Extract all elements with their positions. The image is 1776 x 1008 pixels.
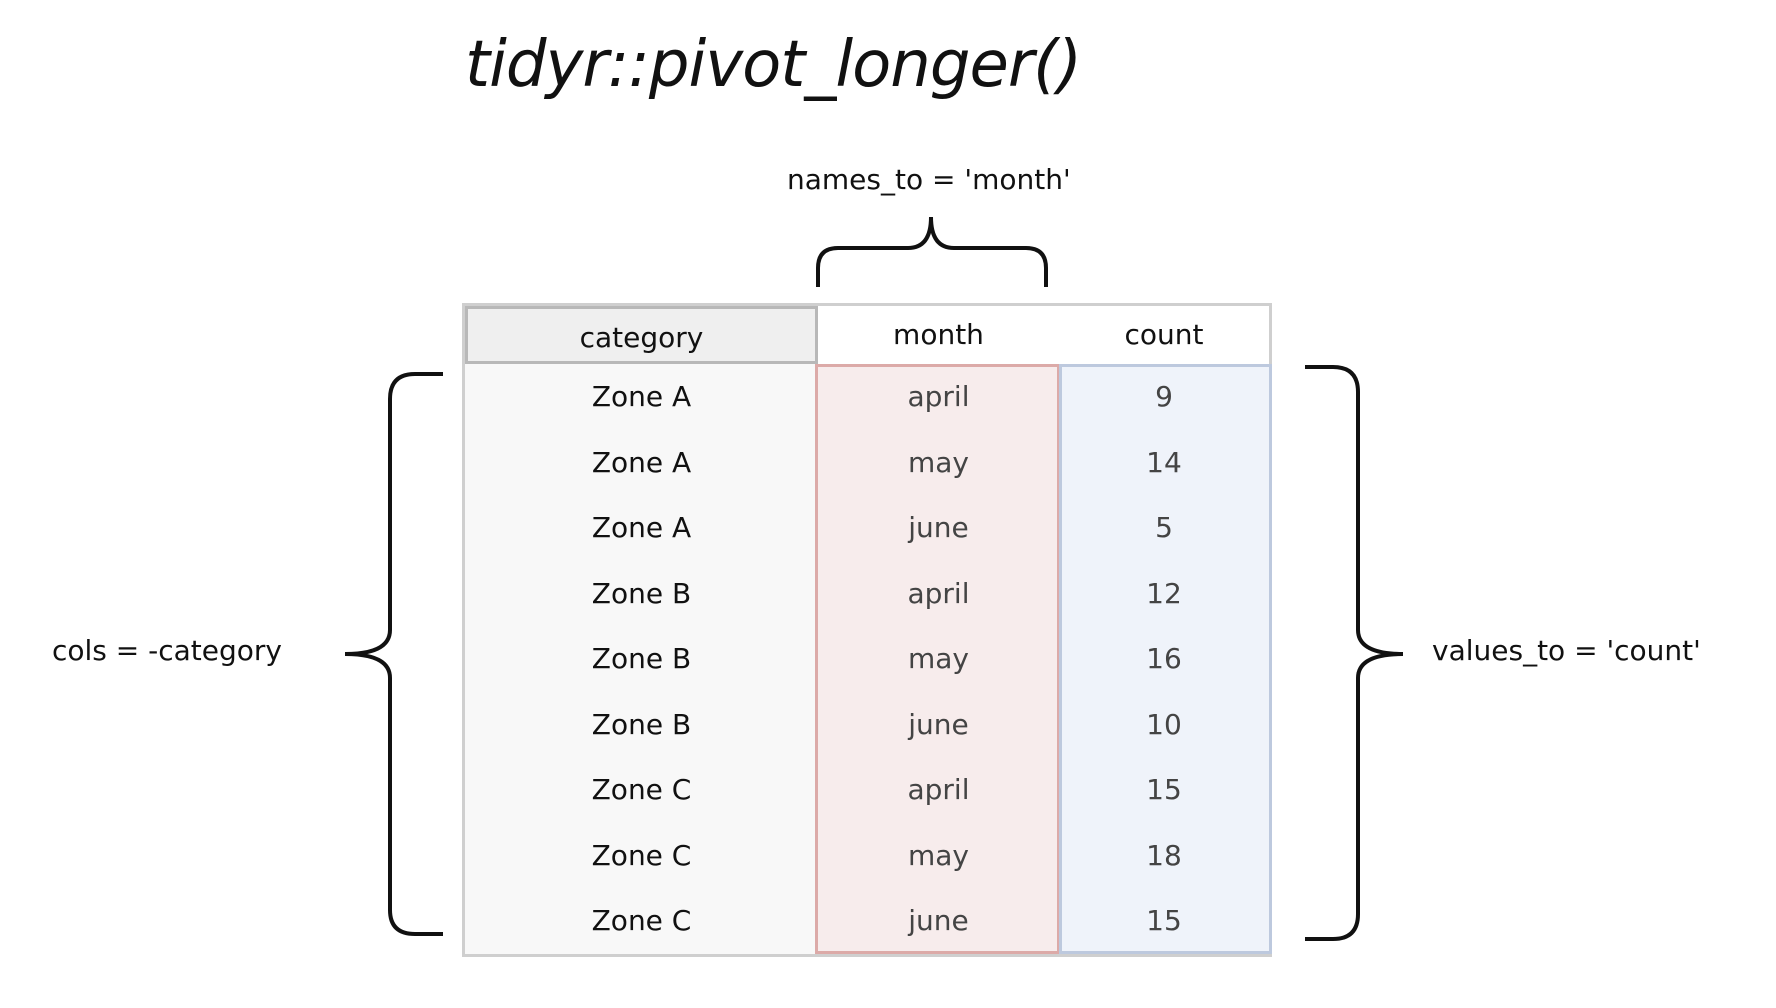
table-row: Zone A may 14	[465, 430, 1269, 496]
table-row: Zone A june 5	[465, 495, 1269, 561]
values-to-annotation: values_to = 'count'	[1432, 634, 1701, 667]
header-month: month	[893, 318, 984, 351]
category-cell: Zone A	[591, 511, 692, 544]
count-cell: 5	[1155, 511, 1173, 544]
category-cell: Zone A	[591, 445, 692, 479]
count-cell: 16	[1146, 642, 1182, 675]
category-column-bg	[465, 364, 818, 954]
category-cell: Zone C	[591, 838, 692, 872]
values-to-brace	[1305, 365, 1404, 941]
table-row: Zone B june 10	[465, 692, 1269, 758]
category-cell: Zone C	[591, 904, 692, 937]
table-row: Zone C may 18	[465, 823, 1269, 889]
names-to-annotation: names_to = 'month'	[787, 163, 1071, 196]
count-cell: 10	[1146, 707, 1182, 741]
category-cell: Zone A	[591, 380, 692, 413]
table-row: Zone A april 9	[465, 364, 1269, 430]
month-cell: june	[908, 511, 969, 544]
category-cell: Zone B	[591, 576, 692, 610]
count-cell: 9	[1155, 380, 1173, 413]
table-row: Zone C april 15	[465, 757, 1269, 823]
month-cell: may	[907, 838, 969, 872]
count-cell: 15	[1146, 904, 1182, 937]
month-cell: june	[908, 707, 969, 741]
month-cell: may	[907, 642, 969, 675]
count-column-highlight	[1059, 364, 1272, 954]
month-column-highlight	[815, 364, 1060, 954]
count-cell: 14	[1146, 445, 1182, 479]
count-cell: 15	[1146, 773, 1182, 806]
names-to-brace	[816, 216, 1048, 287]
count-cell: 12	[1146, 576, 1182, 610]
category-cell: Zone C	[591, 773, 692, 806]
category-cell: Zone B	[591, 707, 692, 741]
month-cell: april	[907, 380, 970, 413]
header-category: category	[465, 306, 818, 364]
cols-annotation: cols = -category	[52, 634, 283, 667]
month-cell: may	[907, 445, 969, 479]
month-cell: june	[908, 904, 969, 937]
table-row: Zone C june 15	[465, 888, 1269, 954]
table-row: Zone B may 16	[465, 626, 1269, 692]
header-count: count	[1124, 318, 1204, 351]
cols-brace	[344, 372, 443, 936]
month-cell: april	[907, 576, 970, 610]
category-cell: Zone B	[591, 642, 692, 675]
count-cell: 18	[1146, 838, 1182, 872]
table-row: Zone B april 12	[465, 561, 1269, 627]
diagram-title: tidyr::pivot_longer()	[465, 28, 1082, 102]
month-cell: april	[907, 773, 970, 806]
